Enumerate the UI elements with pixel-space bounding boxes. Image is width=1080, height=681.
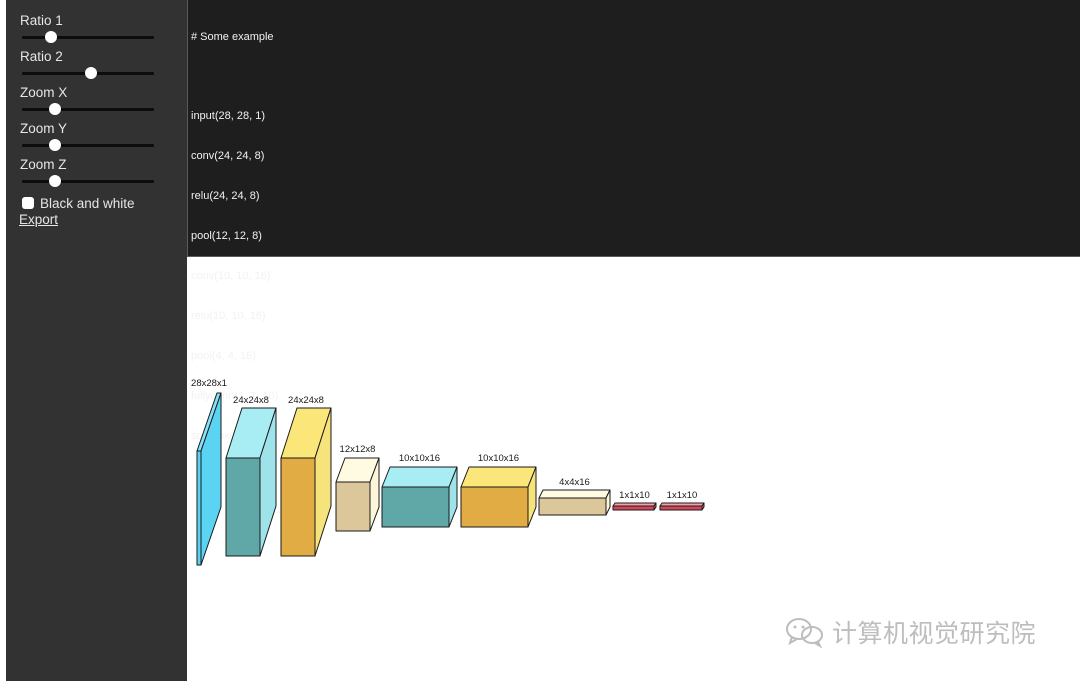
editor-line: input(28, 28, 1): [191, 110, 265, 123]
ratio2-slider[interactable]: [22, 67, 154, 79]
network-diagram-canvas: 28x28x1 24x24x8 24x24x8 12x12x8 10x10x16 10x1…: [191, 378, 705, 566]
wechat-icon: [786, 618, 823, 648]
ratio2-slider-thumb[interactable]: [84, 67, 97, 79]
ratio1-label: Ratio 1: [20, 13, 63, 28]
black-white-toggle[interactable]: Black and white: [22, 195, 135, 211]
layer-box-5: 10x10x16: [381, 453, 458, 528]
layer-label: 24x24x8: [233, 395, 269, 406]
zoomz-slider[interactable]: [22, 175, 154, 187]
layer-box-front: [196, 450, 202, 566]
layer-label: 1x1x10: [619, 490, 650, 501]
zoomx-label: Zoom X: [20, 85, 68, 100]
editor-line: relu(10, 10, 16): [191, 309, 266, 322]
layer-box-top: [538, 489, 611, 499]
layer-box-front: [659, 505, 703, 511]
zoomy-label: Zoom Y: [20, 121, 68, 136]
zoomy-slider[interactable]: [22, 139, 154, 151]
window-left-edge: [0, 0, 6, 681]
layer-box-front: [335, 481, 371, 532]
export-link[interactable]: Export: [19, 212, 59, 227]
layer-box-8: 1x1x10: [612, 490, 657, 511]
watermark-text: 计算机视觉研究院: [832, 620, 1037, 648]
editor-line: conv(24, 24, 8): [191, 150, 265, 163]
layer-label: 12x12x8: [340, 444, 376, 455]
zoomx-slider[interactable]: [22, 103, 154, 115]
layer-box-front: [538, 497, 607, 516]
layer-label: 10x10x16: [399, 453, 440, 464]
layer-box-front: [381, 486, 450, 528]
layer-box-4: 12x12x8: [335, 444, 380, 532]
editor-line: # Some example: [191, 30, 274, 43]
watermark: 计算机视觉研究院: [784, 616, 1036, 648]
layer-label: 28x28x1: [191, 378, 227, 389]
black-white-label: Black and white: [40, 195, 135, 211]
ratio2-label: Ratio 2: [20, 49, 63, 64]
layer-box-top: [381, 466, 458, 488]
layer-box-front: [225, 457, 261, 557]
editor-line: relu(24, 24, 8): [191, 190, 260, 203]
layer-box-1: 28x28x1: [191, 378, 227, 566]
zoomy-slider-thumb[interactable]: [49, 139, 61, 151]
layer-box-3: 24x24x8: [280, 395, 332, 557]
layer-label: 24x24x8: [288, 395, 324, 406]
editor-line: [191, 70, 278, 83]
layer-label: 4x4x16: [559, 477, 590, 488]
layer-box-front: [460, 486, 529, 528]
zoomz-slider-thumb[interactable]: [49, 175, 61, 187]
layer-box-front: [280, 457, 316, 557]
layer-box-9: 1x1x10: [659, 490, 705, 511]
editor-line: pool(12, 12, 8): [191, 230, 262, 243]
code-editor[interactable]: # Some example input(28, 28, 1) conv(24,…: [187, 0, 1080, 442]
zoomz-label: Zoom Z: [20, 157, 67, 172]
layer-box-2: 24x24x8: [225, 395, 277, 557]
ratio1-slider[interactable]: [22, 31, 154, 43]
layer-box-top: [460, 466, 537, 488]
layer-box-front: [612, 505, 655, 511]
editor-line: pool(4, 4, 16): [191, 349, 256, 362]
layer-label: 1x1x10: [667, 490, 698, 501]
layer-label: 10x10x16: [478, 453, 519, 464]
layer-box-7: 4x4x16: [538, 477, 611, 516]
ratio1-slider-thumb[interactable]: [45, 31, 58, 43]
editor-line: conv(10, 10, 16): [191, 269, 271, 282]
zoomx-slider-thumb[interactable]: [49, 103, 61, 115]
controls-sidebar: Ratio 1 Ratio 2 Zoom X Zoom Y Zoom Z Bla…: [6, 0, 187, 681]
black-white-checkbox[interactable]: [22, 197, 34, 209]
layer-box-6: 10x10x16: [460, 453, 537, 528]
